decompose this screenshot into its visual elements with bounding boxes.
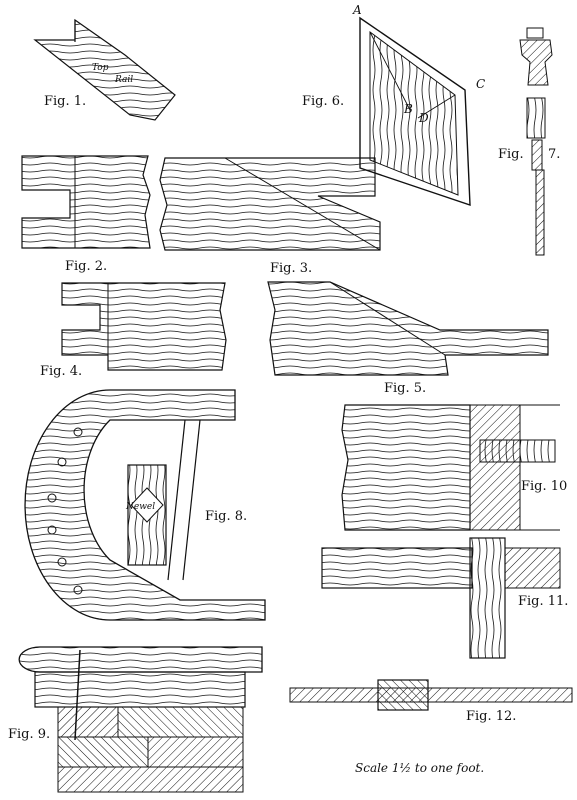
top-rail-text-rail: Rail xyxy=(114,75,133,85)
rail-block-section xyxy=(377,679,429,711)
handrail-mould xyxy=(34,671,246,708)
fig-4-label: Fig. 4. xyxy=(40,364,82,379)
fig-2-label: Fig. 2. xyxy=(65,259,107,274)
bolt-holes xyxy=(47,427,83,595)
rail-long-section xyxy=(289,687,573,703)
figure-6: A B C D Fig. 6. xyxy=(302,3,485,206)
fig-6-letter-c: C xyxy=(476,77,485,91)
curved-stair-string xyxy=(24,389,266,621)
baluster-shaft xyxy=(526,97,546,139)
fig-10-label: Fig. 10 xyxy=(521,479,567,494)
figure-7: Fig. 7. xyxy=(498,27,560,256)
fig-8-label: Fig. 8. xyxy=(205,509,247,524)
fig-11-label: Fig. 11. xyxy=(518,594,568,609)
figure-5: Fig. 5. xyxy=(267,281,549,396)
tenon-section xyxy=(479,439,556,463)
fig-7-label-number: 7. xyxy=(548,147,560,162)
panel-inner xyxy=(369,31,459,196)
fig-9-label: Fig. 9. xyxy=(8,727,50,742)
figure-3: Fig. 3. xyxy=(159,157,381,276)
newel-block xyxy=(130,487,164,523)
tenon-rail xyxy=(61,282,227,371)
scarf-joint xyxy=(159,157,381,251)
fig-5-label: Fig. 5. xyxy=(384,381,426,396)
side-rail-section xyxy=(504,547,561,589)
section-block-5 xyxy=(57,766,244,793)
section-block-4 xyxy=(147,736,244,768)
figure-12: Fig. 12. xyxy=(289,679,573,724)
splice-joint xyxy=(267,281,549,376)
baluster-cap xyxy=(526,27,544,39)
section-block-1 xyxy=(57,706,119,738)
scale-note: Scale 1½ to one foot. xyxy=(355,761,484,775)
fig-6-letter-a: A xyxy=(352,3,362,17)
figure-11: Fig. 11. xyxy=(321,537,568,659)
mortise-rail xyxy=(21,155,151,249)
fig-1-label: Fig. 1. xyxy=(44,94,86,109)
fig-3-label: Fig. 3. xyxy=(270,261,312,276)
section-block-2 xyxy=(117,706,244,738)
figure-2: Fig. 2. xyxy=(21,155,151,274)
fig-6-label: Fig. 6. xyxy=(302,94,344,109)
section-block-3 xyxy=(57,736,149,768)
fig-7-label-prefix: Fig. xyxy=(498,147,524,162)
vertical-post xyxy=(469,537,506,659)
baluster-section xyxy=(531,139,543,171)
figure-1: Top Rail Fig. 1. xyxy=(33,18,176,121)
figure-10: Fig. 10 xyxy=(341,404,567,531)
figure-8: Newel Fig. 8. xyxy=(24,389,266,621)
top-rail-text-top: Top xyxy=(92,63,109,73)
baluster-foot xyxy=(535,169,545,256)
fig-6-letter-d: D xyxy=(418,111,429,125)
post-section xyxy=(469,404,521,531)
post-mortise xyxy=(341,404,471,531)
top-rail-piece xyxy=(33,18,176,121)
fig-12-label: Fig. 12. xyxy=(466,709,516,724)
figure-9: Fig. 9. xyxy=(8,646,263,793)
horizontal-rail xyxy=(321,547,473,589)
panel-frame xyxy=(359,16,471,206)
baluster-turning xyxy=(519,39,553,86)
handrail-top xyxy=(18,646,263,673)
fig-6-letter-b: B xyxy=(403,102,413,116)
figure-4: Fig. 4. xyxy=(40,282,227,379)
newel-text: Newel xyxy=(125,502,155,512)
